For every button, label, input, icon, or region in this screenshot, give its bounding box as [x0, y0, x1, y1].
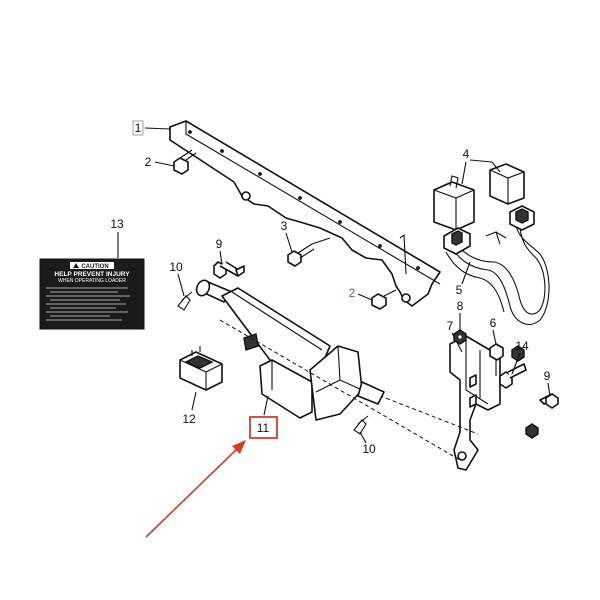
part-8-nut-lower [525, 423, 539, 439]
part-2-bolt-upper [173, 149, 197, 175]
callout-9-lower-label: 9 [544, 369, 551, 383]
callout-10-upper[interactable]: 10 [169, 260, 185, 297]
caution-decal-line1: HELP PREVENT INJURY [54, 271, 130, 278]
part-4-relay-right [489, 163, 525, 205]
callout-10-upper-label: 10 [169, 260, 183, 274]
part-10-clip-upper [177, 291, 193, 311]
part-6-bolt [489, 343, 504, 376]
part-1-bracket-bar [169, 120, 441, 307]
callout-13[interactable]: 13 [110, 217, 124, 258]
part-2-bolt-lower [371, 289, 397, 310]
callout-10-lower-label: 10 [362, 442, 376, 456]
part-9-pin-lower [539, 393, 559, 409]
bolt-3-wire [311, 237, 331, 245]
callout-11-highlight-box [249, 416, 278, 439]
callout-14[interactable]: 14 [511, 339, 529, 375]
caution-decal-line2: WHEN OPERATING LOADER [58, 278, 126, 284]
caution-decal-header: CAUTION [81, 264, 108, 270]
callout-6-label: 6 [490, 316, 497, 330]
callout-14-label: 14 [515, 339, 529, 353]
callout-13-label: 13 [110, 217, 124, 231]
callout-3[interactable]: 3 [281, 219, 293, 253]
callout-2-lower-label: 2 [349, 286, 356, 300]
part-5-wiring-harness [443, 205, 550, 325]
callout-9-lower[interactable]: 9 [544, 369, 551, 397]
callout-11[interactable]: 11 [249, 395, 278, 439]
part-13-caution-decal: CAUTION HELP PREVENT INJURY WHEN OPERATI… [39, 258, 145, 330]
callout-2-upper[interactable]: 2 [145, 155, 175, 169]
part-7-mounting-bracket [449, 335, 501, 471]
part-8-nut-middle [511, 345, 525, 362]
part-12-switch [179, 346, 223, 391]
caution-decal-fineprint [46, 287, 130, 321]
callout-11-label: 11 [257, 421, 270, 435]
part-14-bolt [499, 363, 527, 389]
part-11-linear-actuator [195, 279, 479, 461]
callout-4[interactable]: 4 [461, 147, 501, 185]
part-8-nut-upper [453, 329, 467, 345]
callout-1[interactable]: 1 [132, 120, 171, 136]
callout-10-lower[interactable]: 10 [359, 431, 376, 456]
callout-8[interactable]: 8 [457, 299, 464, 330]
part-4-relay-left [433, 175, 475, 231]
callout-9-upper-label: 9 [216, 237, 223, 251]
callout-5[interactable]: 5 [456, 261, 471, 297]
callout-7-label: 7 [447, 319, 454, 333]
callout-1-label: 1 [135, 121, 142, 135]
callout-4-label: 4 [463, 147, 470, 161]
callout-5-label: 5 [456, 283, 463, 297]
callout-2-upper-label: 2 [145, 155, 152, 169]
highlight-arrow [145, 440, 246, 538]
callout-3-label: 3 [281, 219, 288, 233]
callout-6[interactable]: 6 [490, 316, 497, 345]
callout-8-label: 8 [457, 299, 464, 313]
callout-9-upper[interactable]: 9 [216, 237, 223, 265]
part-9-pin-upper [213, 261, 245, 279]
callout-12-label: 12 [182, 412, 196, 426]
callout-12[interactable]: 12 [182, 391, 197, 426]
part-3-bolt [287, 243, 315, 267]
part-10-clip-lower [353, 415, 369, 435]
callout-2-lower[interactable]: 2 [349, 286, 373, 301]
